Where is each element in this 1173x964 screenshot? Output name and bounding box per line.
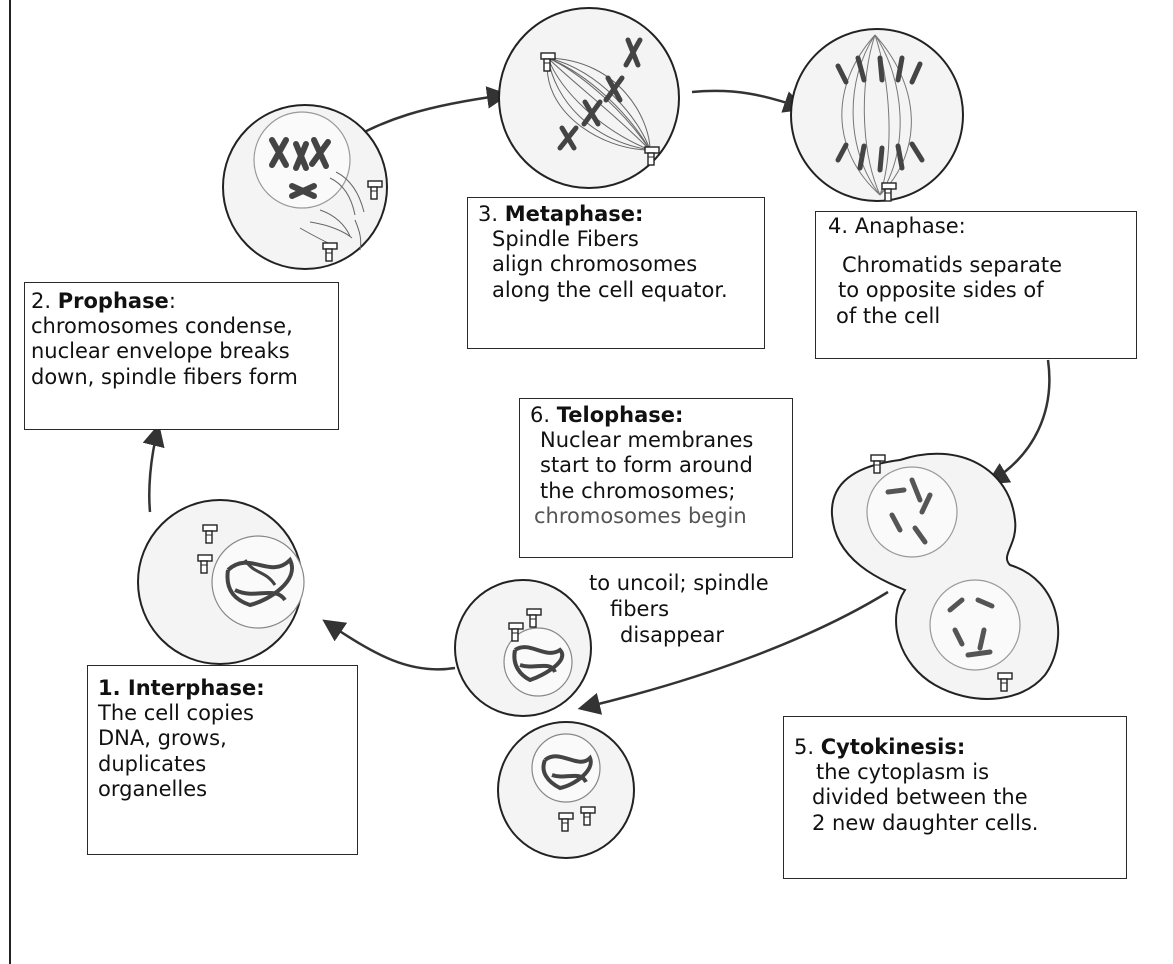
cytokinesis-description-box: 5. Cytokinesis: the cytoplasm is divided… (783, 716, 1127, 879)
telophase-line-1: Nuclear membranes (540, 428, 754, 453)
metaphase-line-1: Spindle Fibers (492, 227, 639, 252)
cytokinesis-heading: 5. Cytokinesis: (794, 735, 966, 759)
anaphase-description-box: 4. Anaphase: Chromatids separate to oppo… (815, 211, 1137, 359)
prophase-line-3: down, spindle fibers form (31, 364, 298, 389)
telophase-overflow-line-3: disappear (620, 623, 725, 647)
anaphase-line-3: of the cell (836, 303, 941, 328)
prophase-line-2: nuclear envelope breaks (31, 339, 290, 364)
interphase-description-box: 1. Interphase: The cell copies DNA, grow… (87, 665, 358, 855)
page-left-border (9, 0, 11, 964)
metaphase-description-box: 3. Metaphase: Spindle Fibers align chrom… (467, 197, 765, 349)
telophase-line-2: start to form around (540, 453, 753, 478)
cytokinesis-line-2: divided between the (812, 785, 1028, 810)
arrow-interphase-to-prophase (142, 423, 165, 513)
arrow-cytokinesis-to-telophase (577, 590, 889, 715)
telophase-cell-lower (497, 721, 635, 859)
interphase-cell (137, 499, 305, 665)
cytokinesis-cell (830, 452, 1060, 700)
telophase-heading: 6. Telophase: (530, 403, 684, 427)
anaphase-line-1: Chromatids separate (842, 253, 1063, 278)
prophase-description-box: 2. Prophase: chromosomes condense, nucle… (24, 282, 339, 430)
prophase-line-1: chromosomes condense, (31, 314, 293, 339)
arrow-telophase-to-interphase (322, 619, 456, 671)
telophase-overflow-line-1: to uncoil; spindle (589, 571, 769, 595)
interphase-line-4: organelles (98, 776, 208, 801)
metaphase-line-3: along the cell equator. (492, 277, 728, 302)
anaphase-cell (790, 28, 964, 202)
anaphase-heading: 4. Anaphase: (828, 214, 966, 238)
metaphase-cell (498, 7, 680, 189)
telophase-line-4: chromosomes begin (534, 503, 747, 528)
prophase-cell (222, 104, 388, 270)
cytokinesis-line-1: the cytoplasm is (816, 760, 990, 785)
telophase-overflow-line-2: fibers (610, 597, 670, 621)
interphase-line-1: The cell copies (98, 701, 254, 726)
interphase-heading: 1. Interphase: (98, 676, 265, 700)
telophase-line-3: the chromosomes; (540, 478, 736, 503)
arrow-metaphase-to-anaphase (691, 89, 807, 113)
prophase-heading: 2. Prophase: (31, 289, 176, 313)
cytokinesis-line-3: 2 new daughter cells. (812, 810, 1039, 835)
metaphase-line-2: align chromosomes (492, 252, 698, 277)
metaphase-heading: 3. Metaphase: (478, 202, 644, 226)
interphase-line-3: duplicates (98, 751, 207, 776)
telophase-cell-upper (454, 579, 592, 717)
interphase-line-2: DNA, grows, (98, 726, 227, 751)
telophase-description-box: 6. Telophase: Nuclear membranes start to… (519, 398, 793, 558)
anaphase-line-2: to opposite sides of (838, 278, 1044, 303)
arrow-anaphase-to-cytokinesis (986, 359, 1051, 485)
